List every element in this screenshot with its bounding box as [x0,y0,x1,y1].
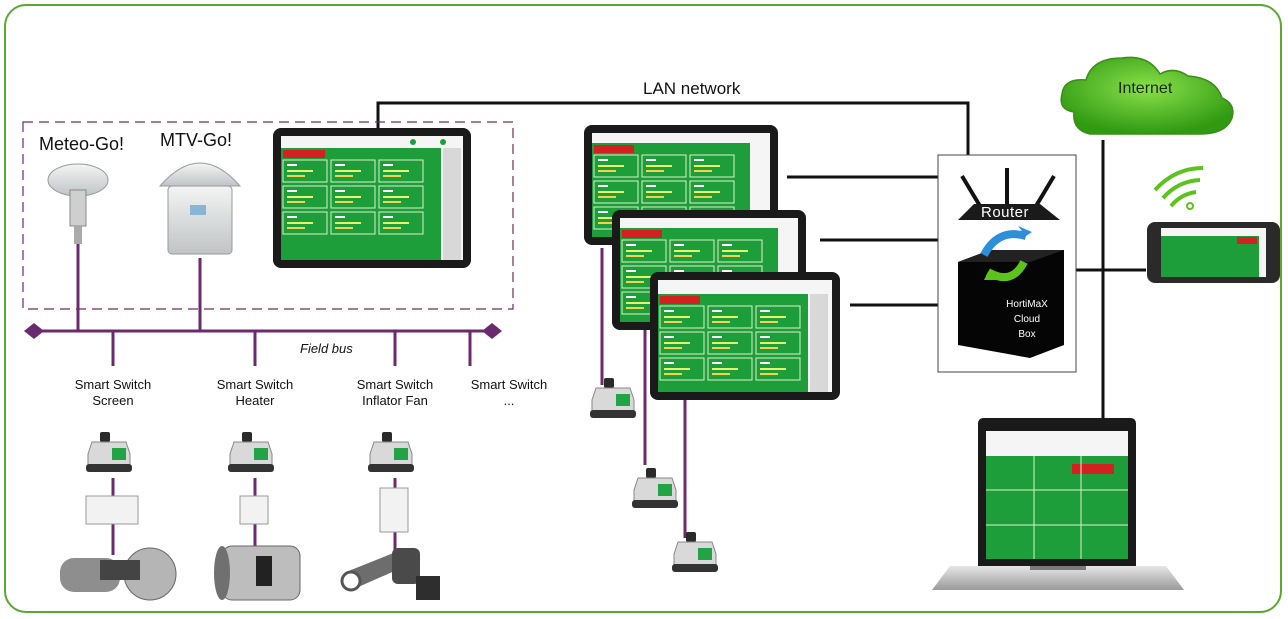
smart-switch-line1: Smart Switch [470,377,548,392]
touchscreen-stack [584,125,840,400]
smart-switch-screen-label: Smart Switch Screen [60,377,166,409]
smart-switch-line1: Smart Switch [74,377,152,392]
smart-switch-line2: Heater [235,393,275,408]
smart-switch-line1: Smart Switch [356,377,434,392]
main-touchscreen [273,128,471,268]
lan-network-label: LAN network [643,79,741,98]
inflator-fan [340,548,440,600]
smart-switch-inflator-fan-label: Smart Switch Inflator Fan [340,377,450,409]
cloud-box-label-line1: HortiMaX [1006,299,1048,310]
phone-device [1147,222,1280,283]
internet-cloud [1060,56,1234,135]
router-label: Router [981,204,1030,221]
lan-line-top [376,101,970,155]
field-bus [24,243,687,555]
meteo-go-sensor [47,163,109,244]
heater-unit [214,545,301,601]
diagram-frame [4,4,1282,613]
ellipsis-label: ... [503,393,515,408]
hortimax-cloud-box [958,226,1064,358]
smart-switch-generic-label: Smart Switch ... [454,377,564,409]
contactors [85,487,409,533]
touchscreen-3 [650,272,840,400]
mtv-go-label: MTV-Go! [160,130,233,150]
laptop-device [932,418,1184,590]
wifi-icon [1153,166,1204,210]
smart-switch-line1: Smart Switch [216,377,294,392]
smart-switch-line2: Inflator Fan [362,393,428,408]
meteo-go-label: Meteo-Go! [39,134,125,154]
mtv-go-sensor [158,162,242,255]
field-bus-label: Field bus [300,341,353,356]
cloud-box-label-line2: Cloud [1013,314,1041,325]
cloud-box-label: HortiMaX Cloud Box [1003,297,1051,342]
router-device [958,168,1060,220]
internet-label: Internet [1118,80,1173,97]
screen-motor [60,547,177,601]
smart-switch-line2: Screen [92,393,134,408]
device-enclosure [22,121,514,310]
actuators [60,545,440,601]
lan-wiring [376,101,1146,433]
smart-switch-heater-label: Smart Switch Heater [202,377,308,409]
router-cloudbox-panel [937,154,1077,373]
cloud-box-label-line3: Box [1018,329,1036,340]
